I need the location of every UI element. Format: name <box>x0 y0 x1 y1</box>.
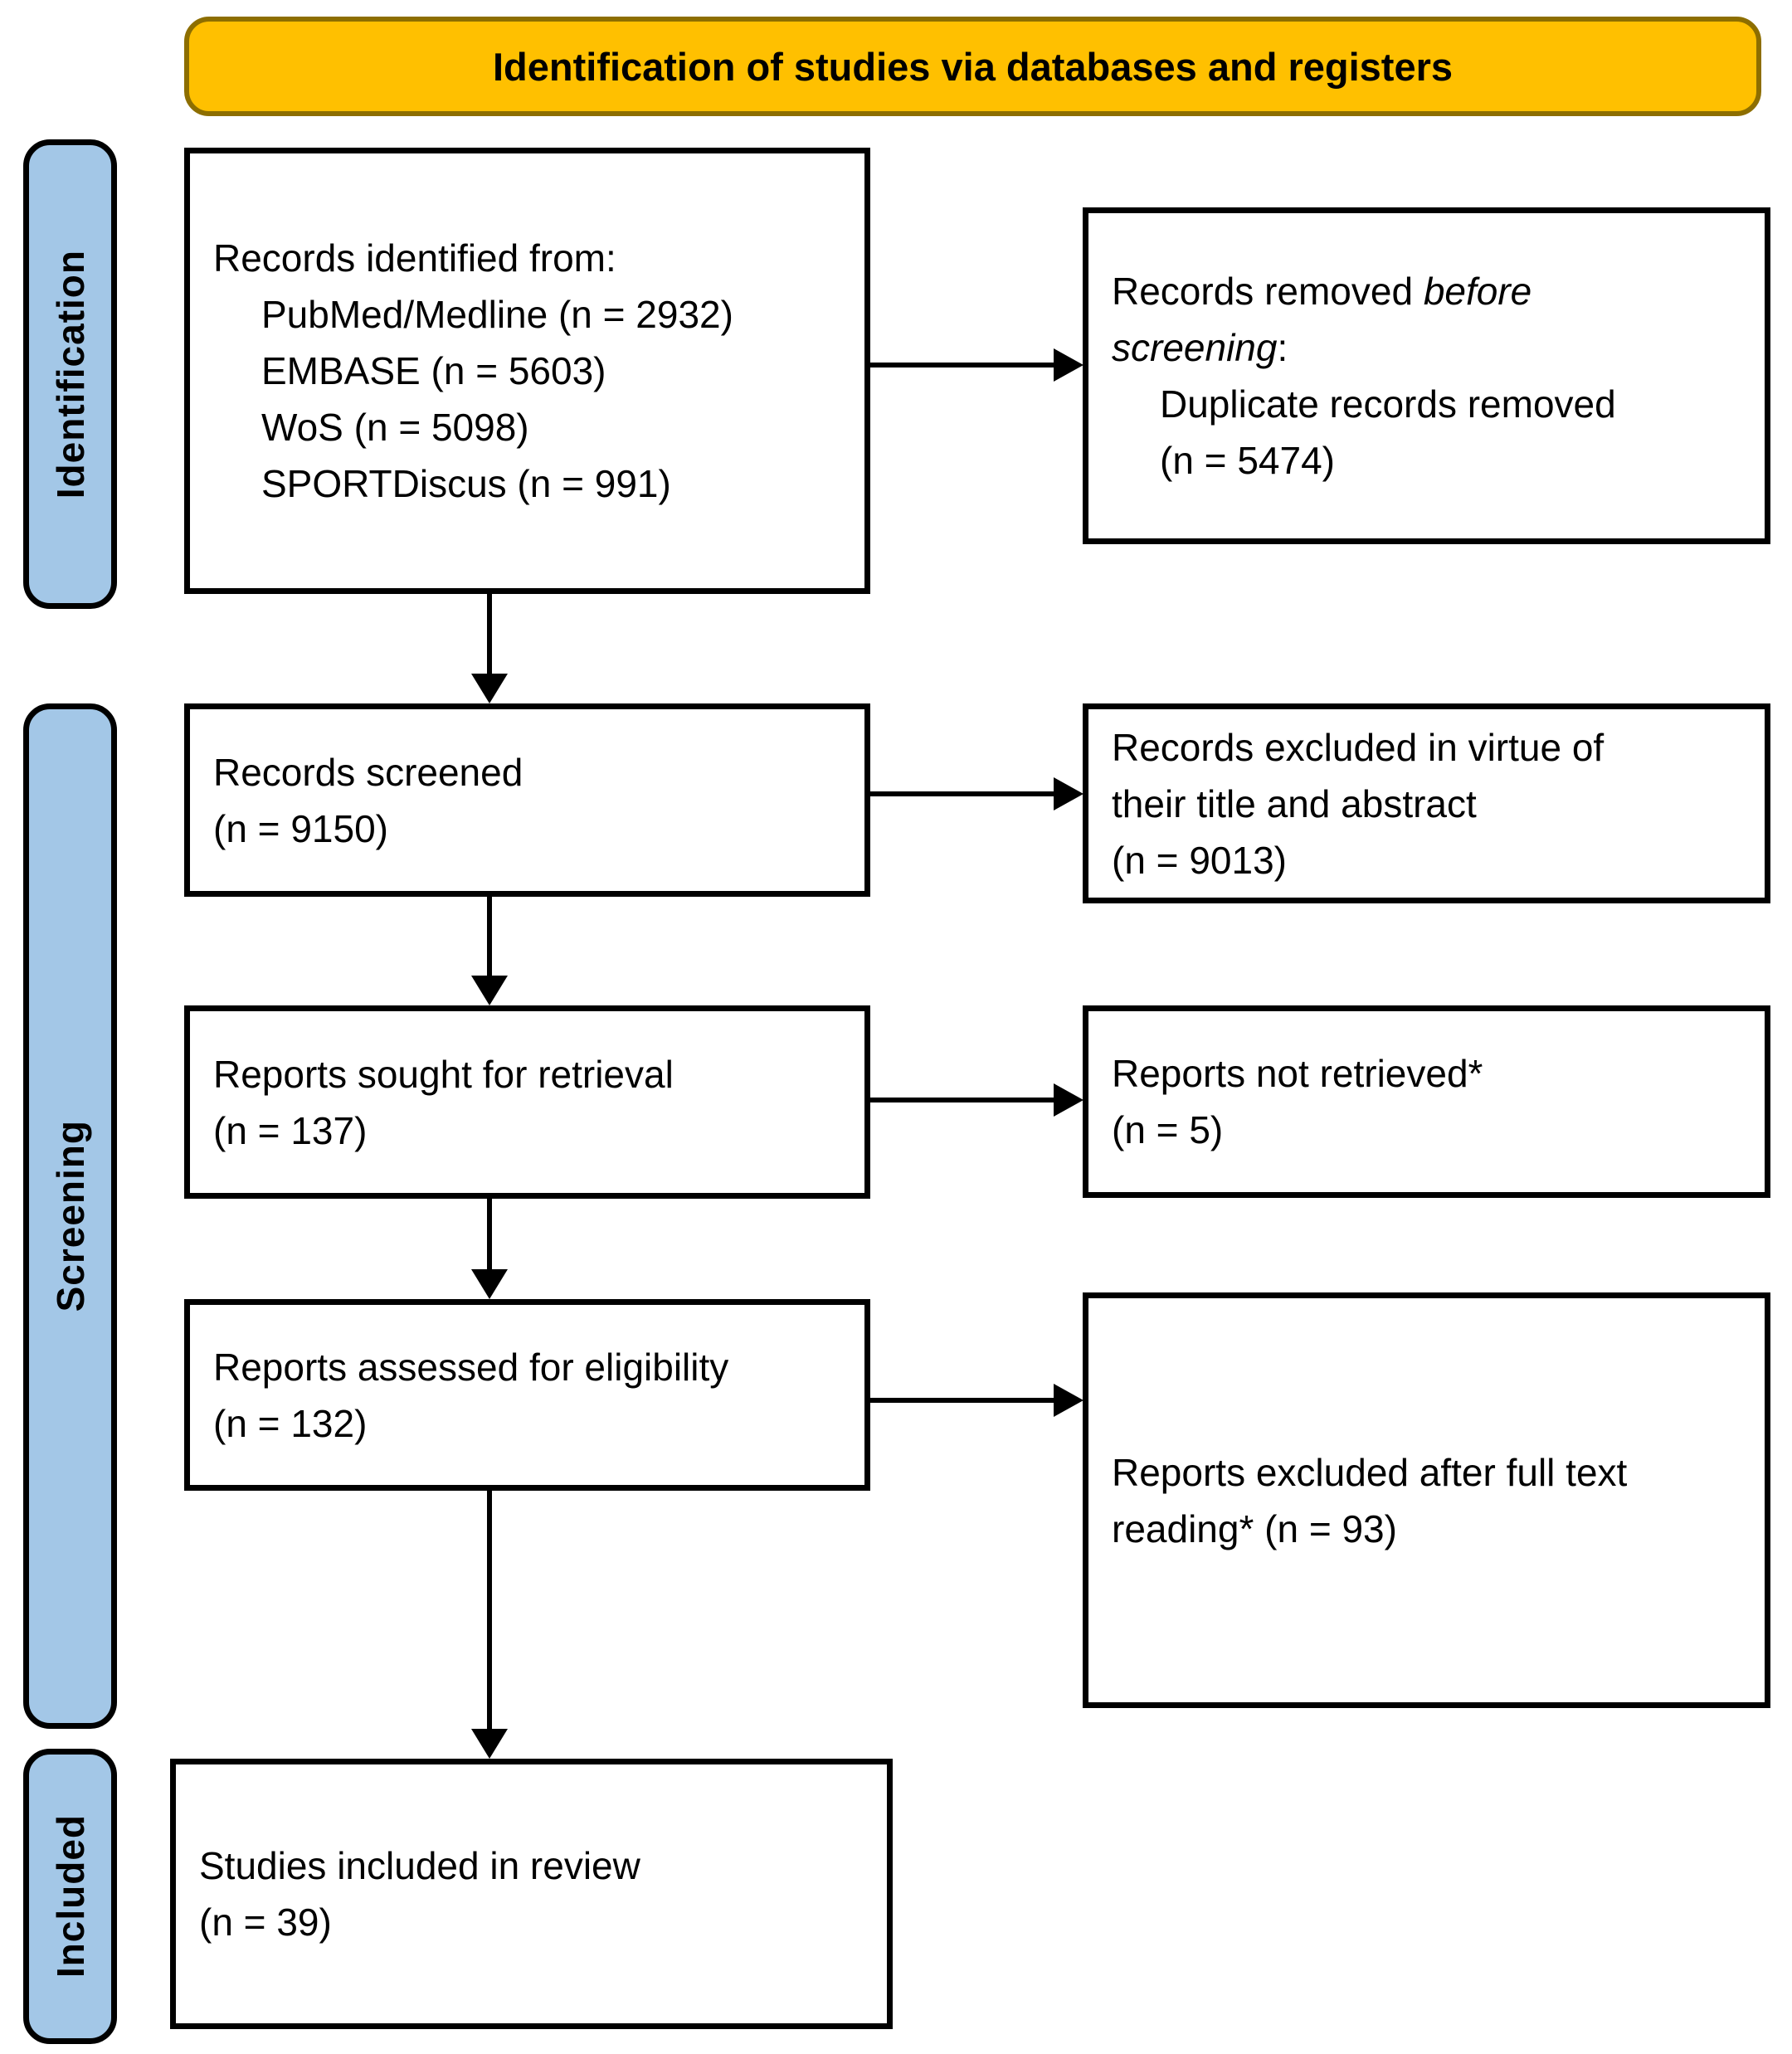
stage-label-identification: Identification <box>23 139 117 609</box>
arrow-line <box>487 1199 492 1271</box>
arrow-sought-to-assessed <box>471 1199 508 1299</box>
arrow-head <box>471 674 508 703</box>
box-line: SPORTDiscus (n = 991) <box>261 462 671 505</box>
arrow-assessed-to-excluded-full-text <box>869 1384 1083 1417</box>
box-line: Studies included in review <box>199 1844 640 1887</box>
box-line: WoS (n = 5098) <box>261 406 529 449</box>
stage-label-text: Screening <box>48 1120 92 1312</box>
box-line-text: : <box>1277 326 1288 369</box>
arrow-head <box>1054 348 1083 382</box>
box-line: Reports not retrieved* <box>1112 1052 1483 1095</box>
arrow-head <box>1054 777 1083 810</box>
box-line: Reports assessed for eligibility <box>213 1345 729 1389</box>
stage-label-screening: Screening <box>23 703 117 1729</box>
box-line: Records removed before <box>1112 263 1741 319</box>
arrow-line <box>487 1491 492 1730</box>
arrow-screened-to-sought <box>471 897 508 1005</box>
box-line: Records excluded in virtue of <box>1112 725 1605 769</box>
box-line-text: Records removed <box>1112 270 1424 313</box>
arrow-identified-to-screened <box>471 594 508 703</box>
arrow-head <box>1054 1384 1083 1417</box>
box-line: (n = 5474) <box>1160 439 1335 482</box>
box-line-text-italic: before <box>1423 270 1532 313</box>
arrow-line <box>869 1398 1055 1403</box>
box-studies-included: Studies included in review (n = 39) <box>170 1759 893 2029</box>
arrow-line <box>869 1098 1055 1102</box>
box-line: Records identified from: <box>213 236 616 280</box>
arrow-head <box>1054 1083 1083 1117</box>
arrow-head <box>471 1729 508 1759</box>
banner: Identification of studies via databases … <box>184 17 1761 116</box>
arrow-screened-to-excluded <box>869 777 1083 810</box>
arrow-line <box>487 594 492 675</box>
arrow-line <box>869 791 1055 796</box>
box-records-removed: Records removed before screening: Duplic… <box>1083 207 1770 544</box>
box-line: (n = 132) <box>213 1401 368 1445</box>
arrow-sought-to-not-retrieved <box>869 1083 1083 1117</box>
box-records-screened: Records screened (n = 9150) <box>184 703 870 897</box>
box-line: PubMed/Medline (n = 2932) <box>261 293 733 336</box>
box-line: (n = 9013) <box>1112 838 1287 882</box>
box-line: (n = 39) <box>199 1901 332 1944</box>
stage-label-text: Identification <box>48 249 92 499</box>
box-reports-not-retrieved: Reports not retrieved* (n = 5) <box>1083 1005 1770 1198</box>
box-line: (n = 9150) <box>213 806 388 850</box>
arrow-head <box>471 976 508 1005</box>
box-reports-assessed: Reports assessed for eligibility (n = 13… <box>184 1299 870 1491</box>
stage-label-included: Included <box>23 1749 117 2044</box>
arrow-head <box>471 1269 508 1299</box>
box-line: screening: <box>1112 319 1741 376</box>
box-line: Reports excluded after full text <box>1112 1450 1628 1494</box>
box-records-identified: Records identified from: PubMed/Medline … <box>184 148 870 594</box>
box-line: Reports sought for retrieval <box>213 1052 674 1096</box>
box-reports-sought: Reports sought for retrieval (n = 137) <box>184 1005 870 1199</box>
box-line: EMBASE (n = 5603) <box>261 349 606 392</box>
box-line: their title and abstract <box>1112 781 1477 825</box>
arrow-assessed-to-included <box>471 1491 508 1759</box>
box-line-text-italic: screening <box>1112 326 1278 369</box>
box-line: (n = 5) <box>1112 1108 1224 1151</box>
box-records-excluded-title-abstract: Records excluded in virtue of their titl… <box>1083 703 1770 903</box>
box-line: (n = 137) <box>213 1108 368 1152</box>
box-line: Records screened <box>213 750 523 794</box>
banner-title: Identification of studies via databases … <box>492 44 1454 89</box>
stage-label-text: Included <box>48 1814 92 1979</box>
box-reports-excluded-full-text: Reports excluded after full text reading… <box>1083 1292 1770 1708</box>
box-line: Duplicate records removed <box>1160 382 1616 426</box>
box-line: reading* (n = 93) <box>1112 1506 1397 1550</box>
arrow-line <box>869 363 1055 367</box>
arrow-identified-to-removed <box>869 348 1083 382</box>
arrow-line <box>487 897 492 977</box>
